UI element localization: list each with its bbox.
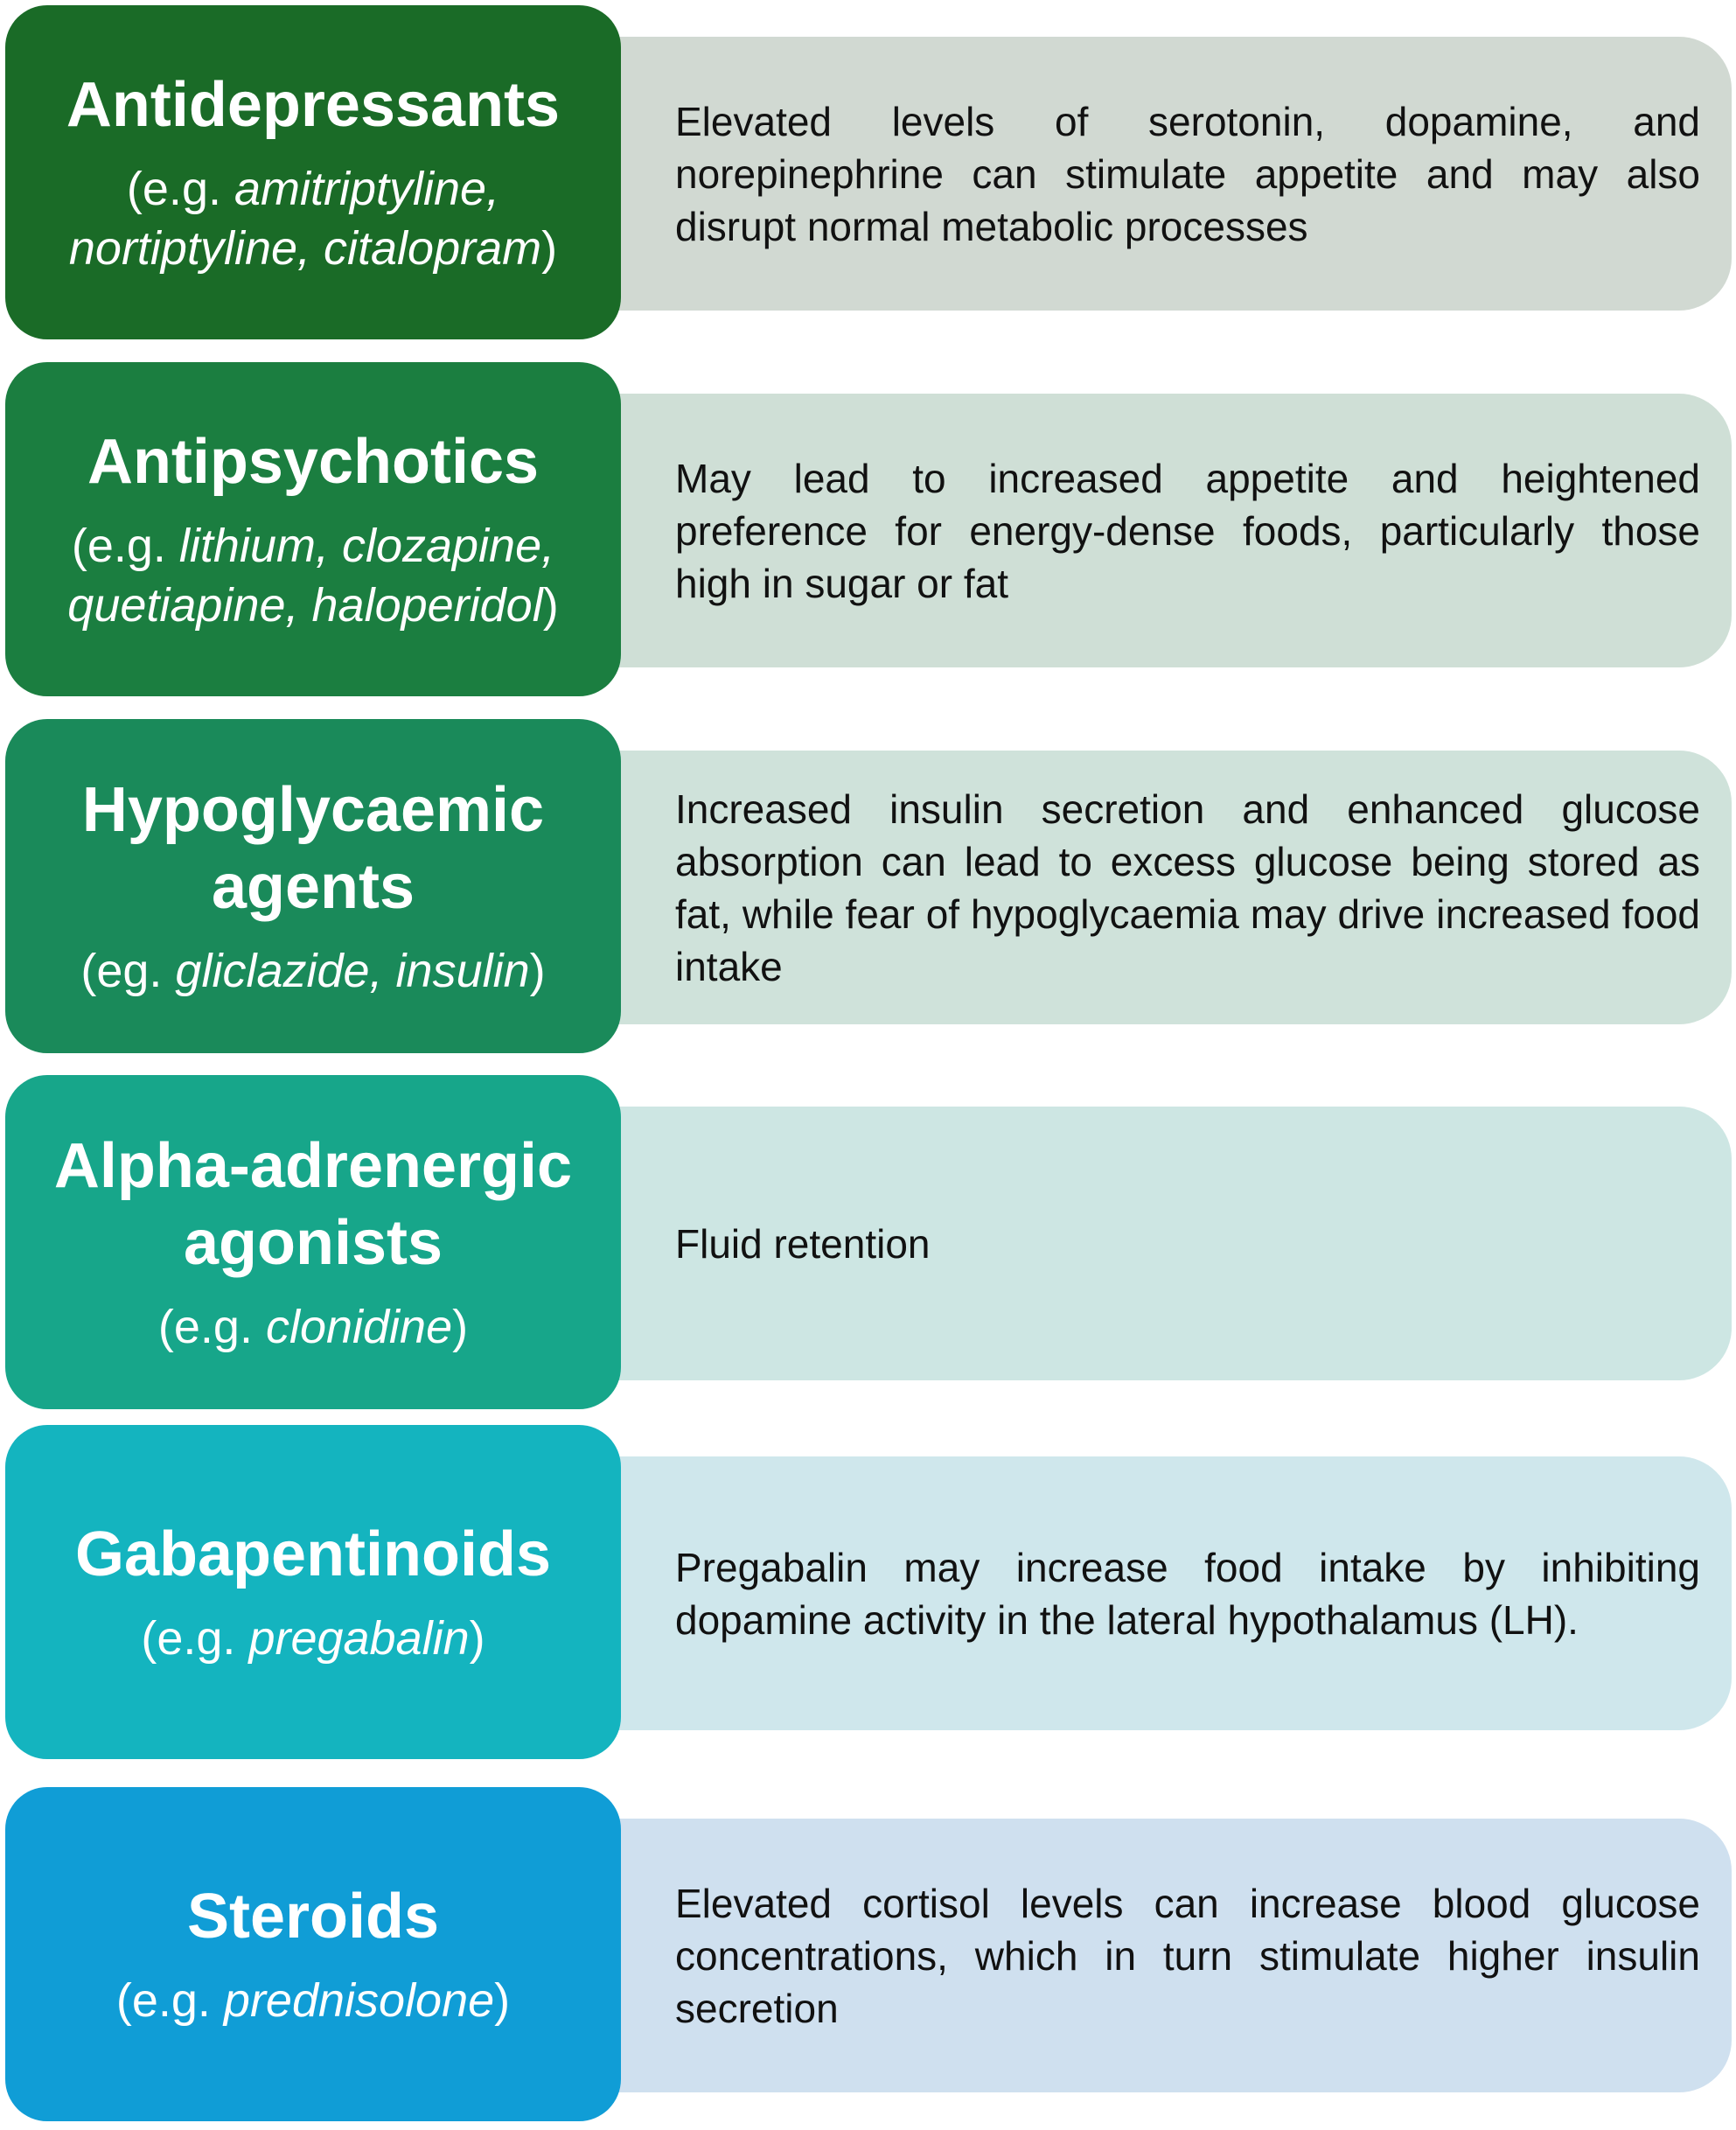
examples-names: gliclazide, insulin	[175, 945, 530, 997]
mechanism-box: Increased insulin secretion and enhanced…	[612, 751, 1732, 1024]
mechanism-box: Elevated cortisol levels can increase bl…	[612, 1819, 1732, 2092]
drug-class-box: Antidepressants (e.g. amitriptyline, nor…	[5, 5, 621, 339]
drug-examples: (e.g. lithium, clozapine, quetiapine, ha…	[21, 516, 605, 635]
mechanism-text: Increased insulin secretion and enhanced…	[675, 786, 1700, 989]
drug-examples: (e.g. pregabalin)	[141, 1609, 485, 1668]
examples-suffix: )	[542, 579, 559, 632]
row-steroids: Steroids (e.g. prednisolone) Elevated co…	[0, 1787, 1736, 2121]
row-alpha-adrenergic-agonists: Alpha-adrenergic agonists (e.g. clonidin…	[0, 1075, 1736, 1409]
mechanism-box: Elevated levels of serotonin, dopamine, …	[612, 37, 1732, 311]
examples-names: pregabalin	[248, 1612, 470, 1665]
mechanism-box: Pregabalin may increase food intake by i…	[612, 1456, 1732, 1730]
mechanism-text: Pregabalin may increase food intake by i…	[675, 1544, 1700, 1643]
drug-class-box: Hypoglycaemic agents (eg. gliclazide, in…	[5, 719, 621, 1053]
mechanism-text: Elevated levels of serotonin, dopamine, …	[675, 98, 1700, 249]
drug-examples: (e.g. clonidine)	[158, 1297, 468, 1357]
drug-class-title: Alpha-adrenergic agonists	[53, 1131, 573, 1278]
drug-class-title: Antipsychotics	[87, 427, 540, 497]
examples-suffix: )	[452, 1301, 469, 1353]
mechanism-text: May lead to increased appetite and heigh…	[675, 455, 1700, 606]
mechanism-box: Fluid retention	[612, 1107, 1732, 1380]
mechanism-box: May lead to increased appetite and heigh…	[612, 394, 1732, 667]
row-antipsychotics: Antipsychotics (e.g. lithium, clozapine,…	[0, 362, 1736, 696]
examples-names: lithium, clozapine, quetiapine, haloperi…	[67, 520, 555, 632]
drug-class-title: Steroids	[186, 1882, 440, 1952]
examples-suffix: )	[469, 1612, 485, 1665]
drug-class-title: Hypoglycaemic agents	[81, 775, 545, 922]
examples-prefix: (e.g.	[126, 163, 234, 215]
examples-prefix: (e.g.	[157, 1301, 266, 1353]
row-antidepressants: Antidepressants (e.g. amitriptyline, nor…	[0, 5, 1736, 339]
examples-prefix: (e.g.	[141, 1612, 249, 1665]
row-hypoglycaemic-agents: Hypoglycaemic agents (eg. gliclazide, in…	[0, 719, 1736, 1053]
examples-names: prednisolone	[223, 1974, 495, 2027]
drug-examples: (e.g. prednisolone)	[116, 1971, 510, 2030]
drug-examples: (eg. gliclazide, insulin)	[80, 941, 545, 1001]
drug-class-box: Antipsychotics (e.g. lithium, clozapine,…	[5, 362, 621, 696]
drug-class-title: Antidepressants	[66, 70, 561, 140]
drug-class-title: Gabapentinoids	[74, 1519, 552, 1589]
mechanism-text: Elevated cortisol levels can increase bl…	[675, 1880, 1700, 2031]
drug-examples: (e.g. amitriptyline, nortiptyline, cital…	[21, 159, 605, 278]
examples-prefix: (e.g.	[71, 520, 179, 572]
drug-class-box: Alpha-adrenergic agonists (e.g. clonidin…	[5, 1075, 621, 1409]
examples-prefix: (eg.	[80, 945, 176, 997]
examples-prefix: (e.g.	[115, 1974, 224, 2027]
row-gabapentinoids: Gabapentinoids (e.g. pregabalin) Pregaba…	[0, 1425, 1736, 1759]
examples-suffix: )	[494, 1974, 511, 2027]
examples-suffix: )	[541, 222, 558, 275]
examples-names: clonidine	[265, 1301, 453, 1353]
examples-names: amitriptyline, nortiptyline, citalopram	[68, 163, 542, 275]
examples-suffix: )	[529, 945, 546, 997]
drug-class-box: Steroids (e.g. prednisolone)	[5, 1787, 621, 2121]
drug-class-box: Gabapentinoids (e.g. pregabalin)	[5, 1425, 621, 1759]
mechanism-text: Fluid retention	[675, 1220, 931, 1267]
